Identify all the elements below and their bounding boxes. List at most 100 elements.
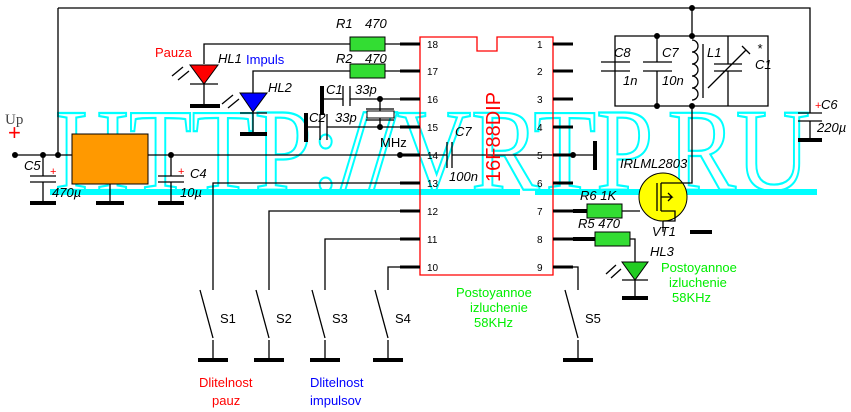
svg-text:C6: C6: [821, 97, 838, 112]
svg-text:R6 1K: R6 1K: [580, 188, 617, 203]
svg-text:Dlitelnost: Dlitelnost: [199, 375, 253, 390]
resistor-r1: R1 470: [336, 16, 387, 52]
svg-text:470: 470: [365, 16, 387, 31]
capacitor-c2: C2 33p: [309, 110, 357, 140]
svg-text:10n: 10n: [662, 73, 684, 88]
svg-text:Pauza: Pauza: [155, 45, 193, 60]
switches: S1 S2 S3 S4 S5: [220, 311, 601, 326]
led-hl1: HL1 Pauza: [155, 45, 242, 85]
svg-text:HL1: HL1: [218, 51, 242, 66]
r5-r6-leads: [573, 209, 595, 241]
ic-pin-number: 5: [537, 151, 543, 162]
capacitor-c6: C6 + 220µ: [798, 97, 846, 140]
supply-label: Up: [5, 112, 23, 128]
ic-pin-number: 18: [427, 40, 439, 51]
center-caption: Postoyannoe izluchenie 58KHz: [456, 285, 532, 330]
ic-pin-number: 11: [427, 235, 438, 246]
ic-pin-number: 16: [427, 95, 439, 106]
svg-text:C4: C4: [190, 166, 207, 181]
svg-text:*: *: [757, 41, 763, 56]
svg-text:R1: R1: [336, 16, 353, 31]
svg-text:MHz: MHz: [380, 135, 407, 150]
watermark-bar: [500, 189, 508, 195]
switch-s4: S4: [395, 311, 411, 326]
ic-pin-number: 8: [537, 235, 543, 246]
svg-text:100n: 100n: [449, 169, 478, 184]
mosfet-vt1: IRLML2803 VT1: [620, 156, 688, 239]
resistor-r2: R2 470: [336, 51, 387, 79]
svg-text:+: +: [815, 100, 821, 112]
svg-text:Dlitelnost: Dlitelnost: [310, 375, 364, 390]
ground-symbols: [30, 86, 822, 362]
led-hl2: HL2 Impuls: [221, 52, 293, 114]
switch-s1: S1: [220, 311, 236, 326]
capacitor-c7-100n: C7 100n: [446, 124, 478, 184]
svg-text:impulsov: impulsov: [310, 393, 362, 408]
svg-text:Impuls: Impuls: [246, 52, 285, 67]
caption-impulse: Dlitelnost impulsov: [310, 375, 364, 408]
svg-text:R2: R2: [336, 51, 353, 66]
svg-text:izluchenie: izluchenie: [470, 300, 528, 315]
svg-text:HL3: HL3: [650, 244, 675, 259]
svg-text:1n: 1n: [623, 73, 637, 88]
svg-text:C7: C7: [662, 45, 679, 60]
svg-text:IRLML2803: IRLML2803: [620, 156, 688, 171]
ic-pin-number: 2: [537, 67, 543, 78]
svg-text:izluchenie: izluchenie: [669, 275, 727, 290]
ic-pin-number: 7: [537, 207, 543, 218]
svg-text:470: 470: [365, 51, 387, 66]
svg-text:HL2: HL2: [268, 80, 293, 95]
svg-text:+: +: [50, 166, 56, 178]
ic-pin-number: 13: [427, 179, 439, 190]
microcontroller-16f88: 16F88DIP 18 1 17 2 16 3 15 4 14 5 13 6 12 7 11 8 10 9: [400, 36, 573, 276]
svg-text:C1: C1: [755, 57, 772, 72]
svg-text:220µ: 220µ: [816, 120, 846, 135]
svg-text:VT1: VT1: [652, 224, 676, 239]
crystal: MHz: [366, 108, 407, 150]
svg-text:C2: C2: [309, 110, 326, 125]
caption-pause: Dlitelnost pauz: [199, 375, 253, 408]
resistor-r5: R5 470: [578, 216, 631, 247]
ic-pin-number: 15: [427, 123, 439, 134]
svg-text:C5: C5: [24, 158, 41, 173]
resistor-r6: R6 1K: [580, 188, 623, 219]
ic-pin-number: 12: [427, 207, 439, 218]
svg-text:R5 470: R5 470: [578, 216, 621, 231]
capacitor-c1: C1 33p: [326, 82, 377, 106]
ic-pin-number: 14: [427, 151, 439, 162]
variable-capacitor-c1: C1 *: [707, 41, 772, 89]
switch-s2: S2: [276, 311, 292, 326]
ic-pin-number: 10: [427, 263, 439, 274]
ic-pin-number: 3: [537, 95, 543, 106]
svg-text:pauz: pauz: [212, 393, 240, 408]
svg-text:Postoyannoe: Postoyannoe: [661, 260, 737, 275]
svg-text:Postoyannoe: Postoyannoe: [456, 285, 532, 300]
switch-s5: S5: [585, 311, 601, 326]
svg-text:C7: C7: [455, 124, 472, 139]
voltage-regulator: [71, 133, 149, 185]
ic-pin-number: 9: [537, 263, 543, 274]
ic-pin-number: 6: [537, 179, 543, 190]
capacitor-c8: C8 1n: [601, 45, 637, 88]
svg-text:C8: C8: [614, 45, 631, 60]
svg-text:58KHz: 58KHz: [672, 290, 711, 305]
ic-pin-number: 1: [537, 40, 543, 51]
inductor-l1: L1: [691, 39, 721, 101]
ic-pin-number: 17: [427, 67, 439, 78]
supply-plus: +: [8, 120, 21, 145]
ic-pin-number: 4: [537, 123, 543, 134]
svg-text:470µ: 470µ: [52, 185, 81, 200]
ic-label: 16F88DIP: [483, 92, 505, 182]
svg-text:10µ: 10µ: [180, 185, 202, 200]
svg-text:+: +: [178, 166, 184, 178]
switch-s3: S3: [332, 311, 348, 326]
svg-text:33p: 33p: [355, 82, 377, 97]
svg-text:58KHz: 58KHz: [474, 315, 513, 330]
svg-text:C1: C1: [326, 82, 343, 97]
led-hl3: HL3 Postoyannoe izluchenie 58KHz: [605, 244, 737, 305]
capacitor-c7-10n: C7 10n: [643, 45, 684, 88]
wires: [15, 7, 811, 360]
svg-text:33p: 33p: [335, 110, 357, 125]
svg-text:L1: L1: [707, 45, 721, 60]
